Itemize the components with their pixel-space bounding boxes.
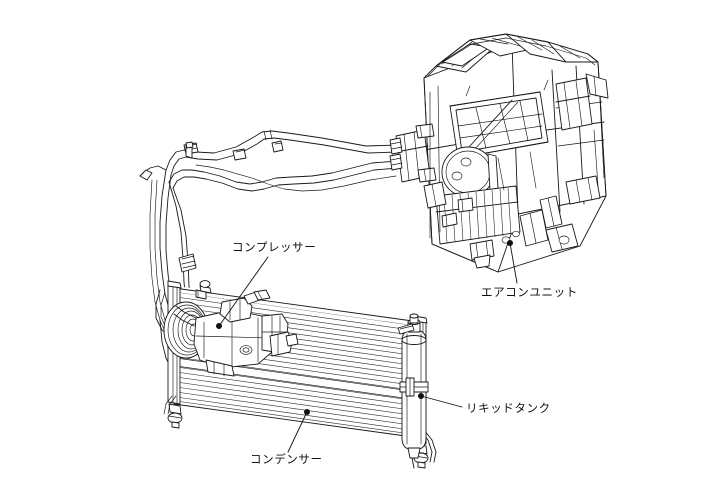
leader-dot-compressor [216, 323, 222, 329]
leader-line-condenser [287, 411, 308, 453]
label-liquid-tank-text: リキッドタンク [466, 401, 551, 415]
label-ac-unit: エアコンユニット [481, 240, 578, 299]
leader-dot-ac-unit [507, 240, 513, 246]
label-condenser: コンデンサー [250, 409, 323, 466]
ac-unit-group [389, 33, 609, 273]
label-ac-unit-text: エアコンユニット [481, 285, 578, 299]
condenser-group [163, 280, 437, 469]
liquid-tank-group [397, 313, 429, 469]
label-compressor: コンプレッサー [216, 240, 316, 329]
leader-line-ac-unit [509, 242, 518, 284]
leader-line-liquid-tank [420, 395, 463, 408]
leader-dot-liquid-tank [418, 393, 424, 399]
leader-dot-condenser [304, 409, 310, 415]
label-condenser-text: コンデンサー [250, 452, 323, 466]
compressor-group [163, 289, 299, 377]
label-liquid-tank: リキッドタンク [418, 393, 551, 415]
leader-line-compressor [218, 256, 269, 327]
label-compressor-text: コンプレッサー [232, 240, 316, 254]
